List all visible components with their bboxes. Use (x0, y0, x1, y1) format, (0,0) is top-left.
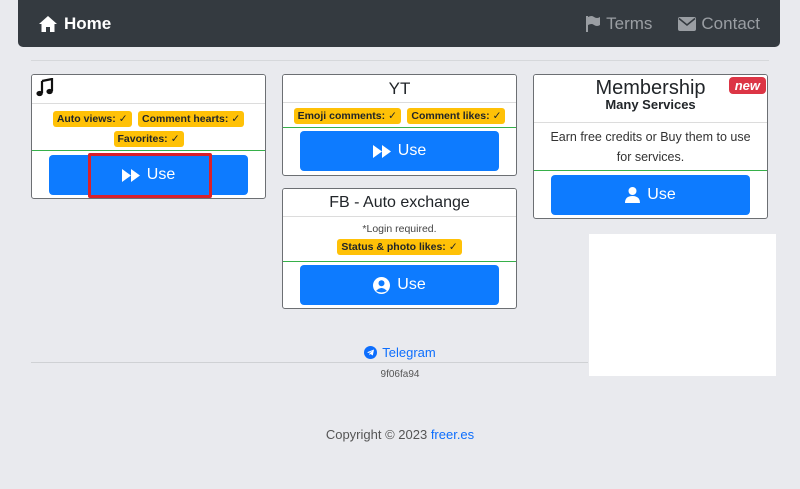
nav-contact-label: Contact (701, 13, 760, 33)
highlight-box (88, 153, 212, 198)
copyright: Copyright © 2023 freer.es (0, 427, 800, 442)
check-icon: ✓ (118, 113, 128, 125)
music-card-header (32, 75, 265, 104)
nav-terms-link[interactable]: Terms (585, 14, 652, 34)
use-button-label: Use (397, 142, 427, 159)
use-button-label: Use (397, 276, 426, 293)
music-card-features: Auto views:✓ Comment hearts:✓ Favorites:… (32, 104, 265, 151)
membership-use-button[interactable]: Use (551, 175, 750, 215)
feature-badge: Emoji comments:✓ (293, 108, 401, 124)
feature-badge: Favorites:✓ (113, 131, 184, 147)
fb-card-title: FB - Auto exchange (329, 194, 470, 211)
user-icon (625, 187, 641, 203)
yt-use-button[interactable]: Use (300, 131, 499, 171)
new-badge: new (728, 77, 766, 94)
fast-forward-icon (372, 144, 391, 158)
nav-home-label: Home (64, 13, 112, 33)
feature-badge: Comment hearts:✓ (138, 111, 245, 127)
fb-card-header: FB - Auto exchange (283, 189, 516, 217)
music-note-icon (36, 77, 54, 97)
membership-title: Membership (595, 77, 706, 99)
site-link[interactable]: freer.es (430, 427, 475, 442)
telegram-link[interactable]: Telegram (364, 345, 436, 360)
use-button-label: Use (146, 166, 176, 183)
flag-icon (586, 16, 601, 32)
fb-use-button[interactable]: Use (300, 265, 499, 305)
yt-card-header: YT (283, 75, 516, 103)
telegram-row: Telegram (0, 345, 800, 360)
user-circle-icon (373, 276, 391, 294)
membership-subtitle: Many Services (605, 97, 696, 112)
check-icon: ✓ (388, 110, 397, 122)
use-button-label: Use (647, 186, 676, 203)
telegram-icon (364, 346, 378, 359)
membership-card-header: Membership Many Services (534, 75, 767, 123)
check-icon: ✓ (170, 133, 180, 145)
feature-badge: Auto views:✓ (52, 111, 132, 127)
top-divider (31, 60, 769, 61)
ad-placeholder (589, 234, 776, 376)
footer-divider (31, 362, 588, 363)
telegram-label: Telegram (382, 345, 436, 360)
feature-badge: Status & photo likes:✓ (337, 239, 462, 255)
music-card: Auto views:✓ Comment hearts:✓ Favorites:… (31, 74, 266, 199)
nav-home-link[interactable]: Home (38, 14, 111, 34)
yt-card: YT Emoji comments:✓ Comment likes:✓ Use (282, 74, 517, 176)
fb-card: FB - Auto exchange *Login required. Stat… (282, 188, 517, 309)
envelope-icon (678, 16, 697, 31)
build-hash: 9f06fa94 (380, 369, 420, 380)
navbar: Home Terms Contact (18, 0, 780, 47)
fast-forward-icon (121, 168, 140, 182)
yt-card-features: Emoji comments:✓ Comment likes:✓ (283, 103, 516, 128)
login-note: *Login required. (362, 223, 437, 235)
check-icon: ✓ (492, 110, 502, 122)
fb-card-features: *Login required. Status & photo likes:✓ (283, 217, 516, 262)
check-icon: ✓ (231, 113, 241, 125)
membership-card: Membership Many Services new Earn free c… (533, 74, 768, 219)
home-icon (39, 15, 57, 32)
membership-card-body: Earn free credits or Buy them to use for… (534, 123, 767, 171)
yt-card-title: YT (388, 79, 411, 98)
nav-contact-link[interactable]: Contact (678, 14, 760, 34)
music-use-button[interactable]: Use (49, 155, 248, 195)
nav-terms-label: Terms (606, 13, 653, 33)
check-icon: ✓ (448, 241, 458, 253)
membership-description: Earn free credits or Buy them to use for… (550, 130, 751, 164)
feature-badge: Comment likes:✓ (407, 108, 506, 124)
copyright-text: Copyright © 2023 (325, 427, 431, 442)
